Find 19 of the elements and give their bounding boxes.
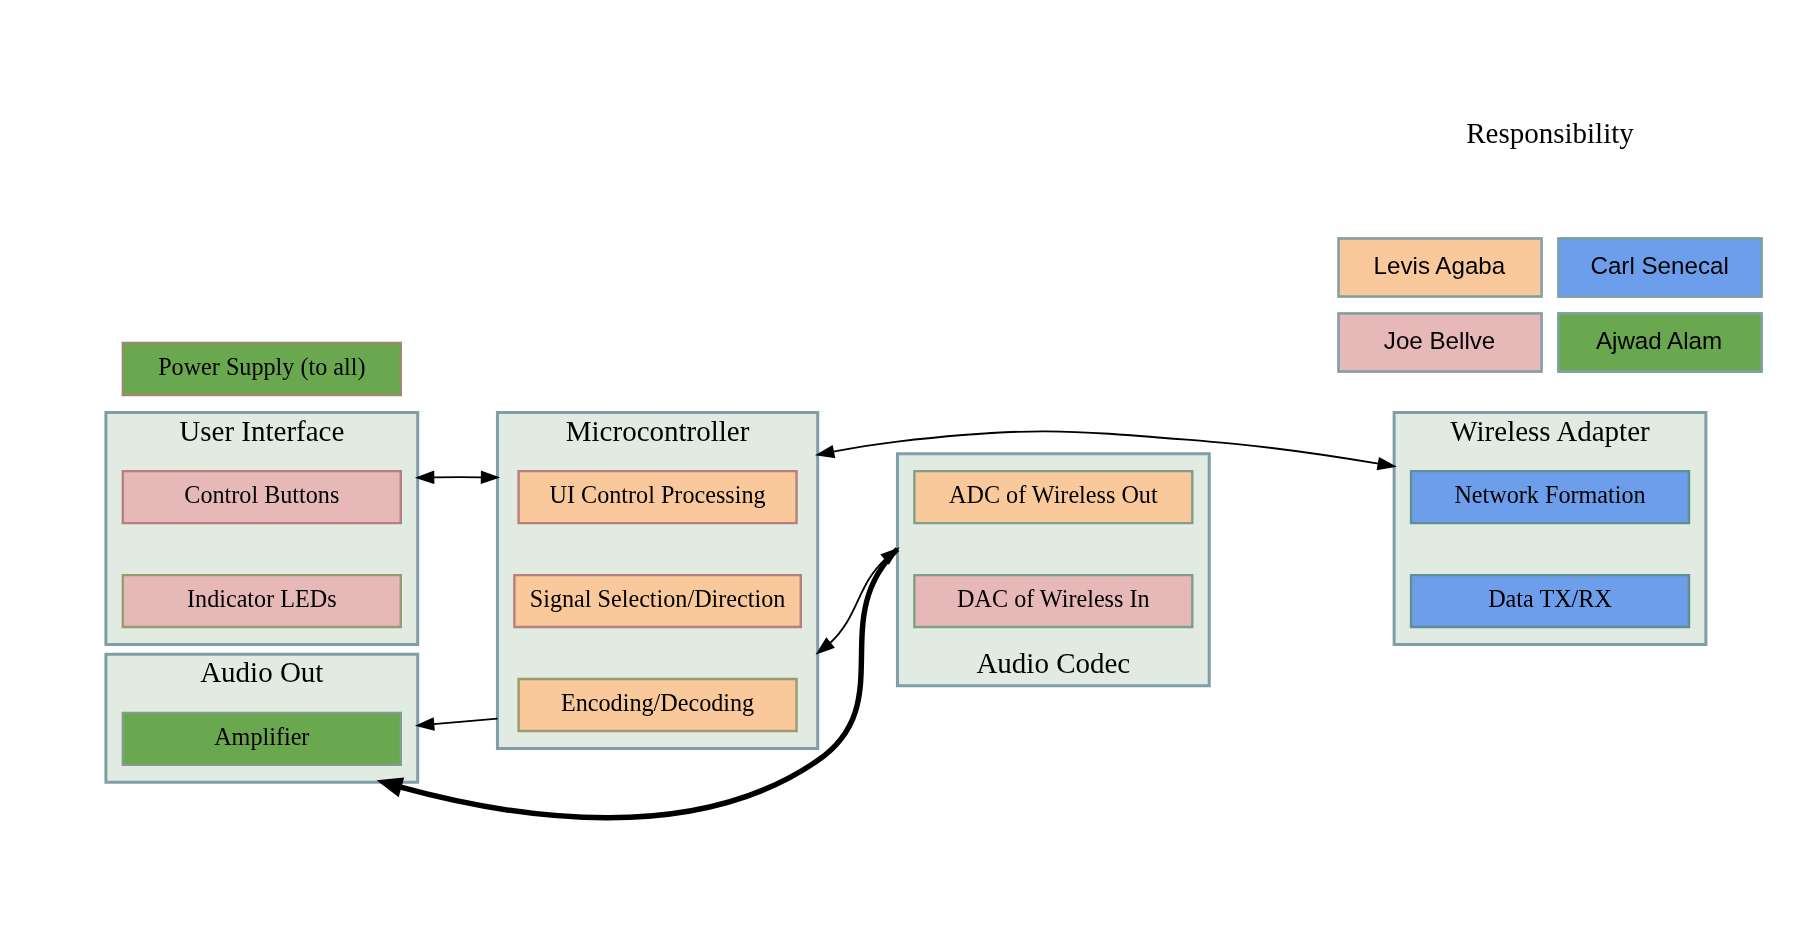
node-box: Indicator LEDs [121,573,402,628]
arrow [414,716,499,731]
arrow [414,470,501,484]
node-box: UI Control Processing [517,469,798,524]
legend-label: Joe Bellve [1383,326,1496,353]
node-box: ADC of Wireless Out [913,469,1194,524]
legend-label: Ajwad Alam [1595,326,1723,353]
legend-label: Levis Agaba [1373,251,1506,279]
node-box: DAC of Wireless In [913,573,1194,628]
node-box: Power Supply (to all) [121,341,402,396]
node-box: Amplifier [121,711,402,766]
legend-label: Carl Senecal [1590,251,1729,279]
label: Responsibility [1466,116,1634,149]
node-box: Data TX/RX [1409,573,1691,628]
node-box: Control Buttons [121,469,402,524]
node-box: Encoding/Decoding [517,677,798,732]
node-box: Network Formation [1409,469,1691,524]
node-box: Signal Selection/Direction [513,573,802,628]
arrow [815,430,1397,470]
